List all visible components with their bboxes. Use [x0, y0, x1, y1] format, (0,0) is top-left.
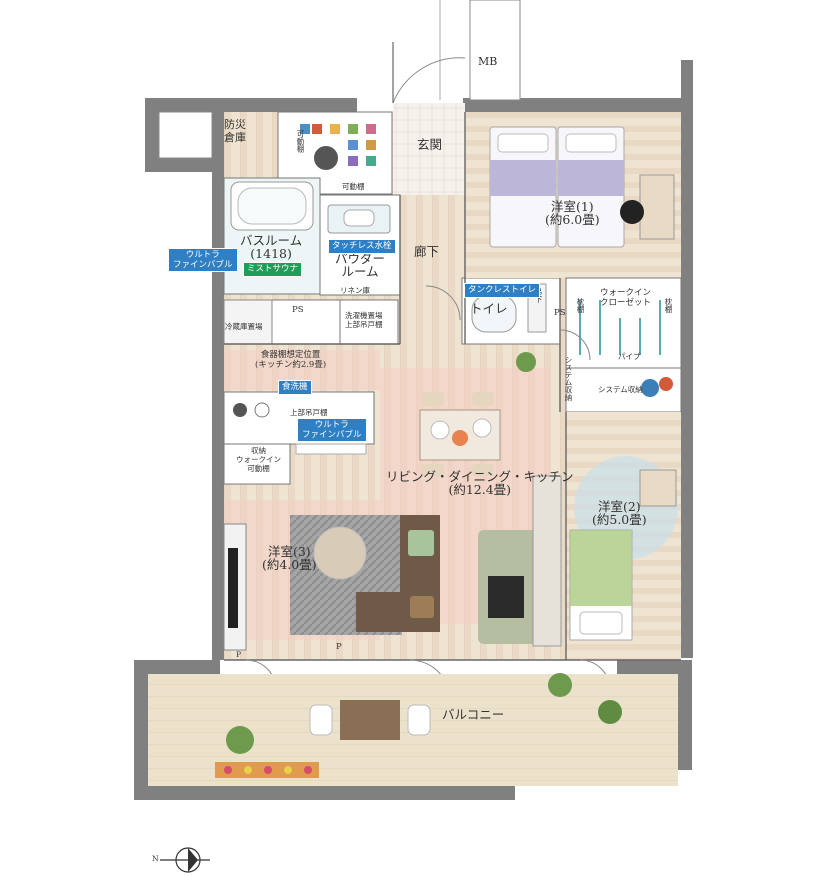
label-p: P — [336, 642, 342, 652]
walk-in-closet-floor — [565, 277, 682, 369]
tag-ultra-fine-bubble-kitchen: ウルトラ ファインバブル — [297, 418, 367, 442]
label-pipe: パイプ — [618, 352, 641, 361]
label-ps: PS — [292, 305, 304, 315]
beds — [489, 126, 625, 248]
tag-dishwasher: 食洗機 — [278, 380, 312, 395]
label-shoe-shelf: 可動棚 — [296, 130, 305, 153]
label-linen: リネン庫 — [340, 286, 370, 295]
label-shelf: 枕棚 — [576, 298, 585, 313]
tag-tankless-toilet: タンクレストイレ — [464, 283, 541, 298]
pantry — [223, 443, 291, 485]
coffee-table — [313, 526, 367, 580]
label-movable-shelf: 可動棚 — [342, 182, 365, 191]
desk-shelf — [532, 475, 562, 647]
compass-label: N — [152, 854, 159, 863]
office-chair — [488, 576, 524, 618]
label-upper-cabinet: 上部吊戸棚 — [290, 408, 328, 417]
label-entrance: 玄関 — [417, 137, 443, 152]
label-shelf-2: 枕棚 — [664, 298, 673, 313]
label-pantry: 収納 ウォークイン 可動棚 — [236, 446, 281, 473]
balcony-table — [340, 700, 400, 740]
label-fridge: 冷蔵庫置場 — [225, 322, 263, 331]
tv — [228, 548, 238, 628]
plants — [215, 352, 622, 778]
entrance-tile — [393, 103, 465, 195]
desk-1 — [639, 174, 675, 240]
label-walk-in-closet: ウォークイン クローゼット — [600, 288, 652, 308]
label-western-1: 洋室(1) (約6.0畳) — [545, 199, 600, 227]
compass-icon — [160, 847, 210, 873]
chair-1 — [620, 200, 644, 224]
hanging-clothes — [579, 300, 661, 355]
label-western-2: 洋室(2) (約5.0畳) — [592, 499, 647, 527]
label-p-2: P — [236, 650, 242, 659]
label-ldk: リビング・ダイニング・キッチン (約12.4畳) — [386, 469, 574, 497]
partitions — [224, 112, 681, 661]
label-system-storage-2: システム収納 — [598, 385, 643, 394]
label-storage: 防災 倉庫 — [224, 118, 246, 144]
label-kitchen: 食器棚想定位置 (キッチン約2.9畳) — [255, 350, 327, 370]
washer-area — [339, 299, 399, 345]
label-toilet: トイレ — [470, 301, 508, 316]
label-ps-2: PS — [554, 308, 566, 318]
label-system-storage: システム収納 — [564, 356, 573, 401]
label-bathroom: バスルーム (1418) — [240, 233, 303, 261]
label-mb: MB — [478, 55, 498, 68]
shoe-storage-items — [300, 124, 376, 170]
label-western-3: 洋室(3) (約4.0畳) — [262, 544, 317, 572]
tag-ultra-fine-bubble-bath: ウルトラ ファインバブル — [168, 248, 238, 272]
label-corridor: 廊下 — [414, 244, 440, 259]
label-balcony: バルコニー — [442, 707, 505, 722]
label-washer: 洗濯機置場 上部吊戸棚 — [345, 311, 383, 329]
desk-2 — [639, 469, 677, 507]
tag-mist-sauna: ミストサウナ — [243, 262, 303, 277]
system-storage — [565, 367, 682, 413]
mb-shaft — [469, 0, 521, 101]
label-powder-room: パウダー ルーム — [335, 251, 386, 279]
tag-touchless-faucet: タッチレス水栓 — [328, 239, 396, 254]
